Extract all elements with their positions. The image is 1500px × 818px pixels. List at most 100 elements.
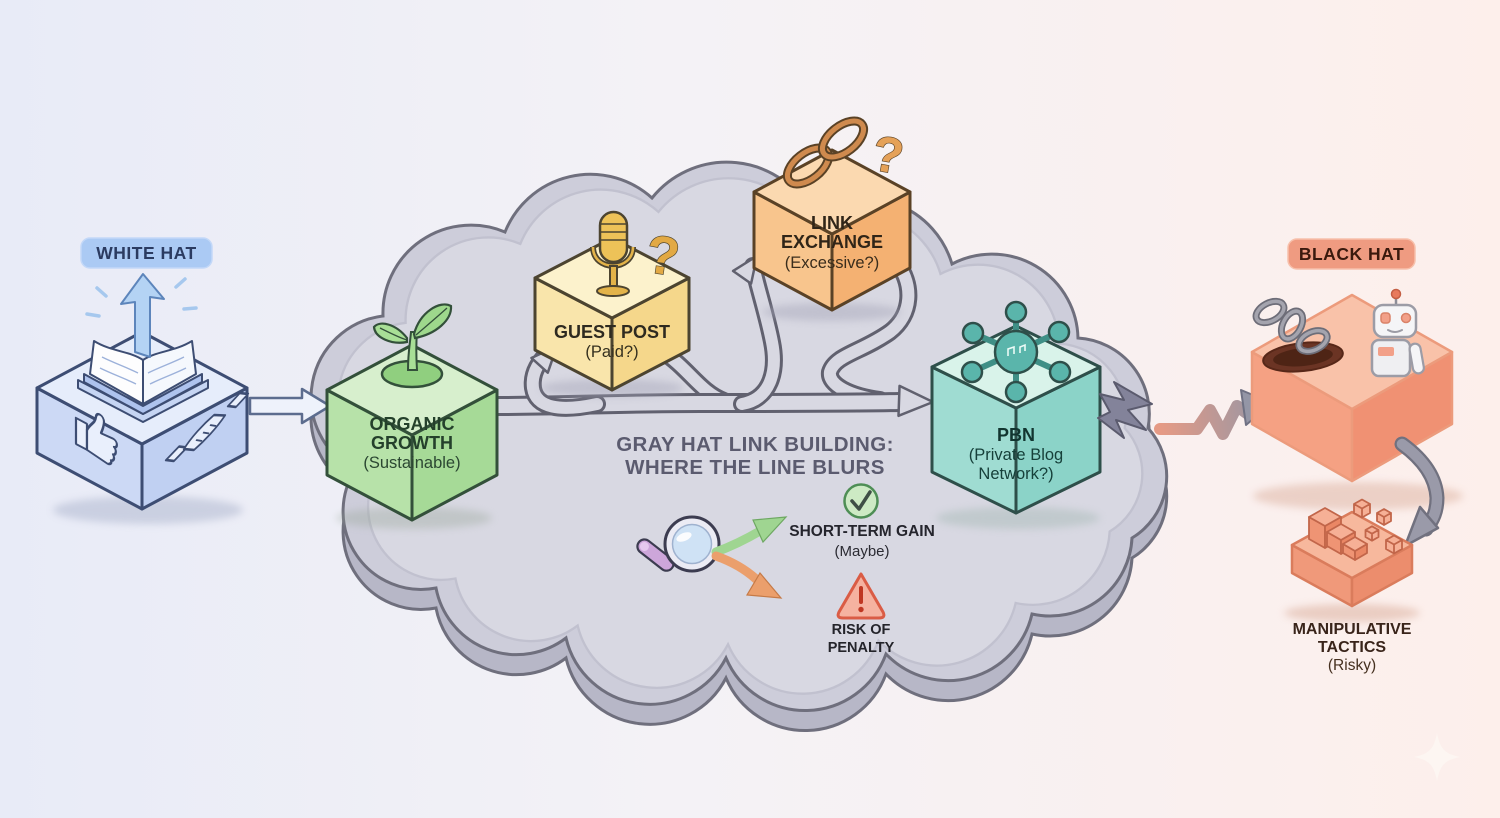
risk-of-penalty-callout: RISK OF PENALTY [828, 572, 895, 656]
diverging-arrows-icon [711, 516, 788, 599]
exchange-label-line2: EXCHANGE [781, 232, 883, 252]
gray-hat-title: GRAY HAT LINK BUILDING: WHERE THE LINE B… [616, 433, 893, 479]
floating-cube [1385, 534, 1403, 555]
stair-block [1308, 507, 1342, 527]
stair-block [1342, 536, 1368, 552]
white-hat-badge [80, 237, 213, 269]
thumb-fist [74, 416, 89, 452]
robot-body [1370, 338, 1412, 378]
robot-smile [1387, 329, 1403, 333]
zigzag-shaft [1154, 400, 1254, 440]
chain-ring [1279, 309, 1305, 341]
book-base-upper [83, 373, 203, 415]
sparkle-icon [1414, 733, 1460, 781]
black-hat-badge-label: BLACK HAT [1299, 244, 1404, 264]
organic-label-line2: GROWTH [371, 433, 453, 453]
road-link-loop [736, 260, 780, 410]
black-cube-shadow [1253, 482, 1463, 510]
pbn-shadow [936, 507, 1100, 529]
white-hat-zone: WHITE HAT [35, 237, 332, 524]
floating-cube [1364, 525, 1380, 542]
ray [85, 312, 101, 318]
outcome-callouts: SHORT-TERM GAIN (Maybe) RISK OF PENALTY [636, 483, 935, 656]
satellite [1048, 360, 1072, 384]
arrow-black-to-manipulative [1394, 436, 1445, 548]
floating-cube [1376, 508, 1392, 526]
gain-label: SHORT-TERM GAIN [789, 523, 935, 540]
gain-qualifier: (Maybe) [834, 543, 889, 560]
book-page-lines-right [147, 356, 187, 385]
robot-eye-right [1400, 312, 1412, 324]
robot-arm [1408, 342, 1425, 375]
exchange-qualifier: (Excessive?) [785, 254, 879, 272]
organic-qualifier: (Sustainable) [363, 454, 460, 472]
manipulative-label-line2: TACTICS [1318, 639, 1386, 656]
warning-bang-dot [858, 606, 864, 613]
robot-eye-left [1380, 312, 1391, 324]
gain-arrow-shaft [711, 526, 765, 557]
network-hub [993, 329, 1039, 375]
crack-burst-icon [1097, 381, 1153, 439]
risk-arrow-head [745, 571, 783, 599]
arrow-rays [85, 277, 198, 318]
white-hat-badge-label: WHITE HAT [96, 243, 196, 263]
white-cube-shadow [53, 496, 243, 524]
satellite [961, 321, 985, 345]
risk-label-line2: PENALTY [828, 640, 895, 656]
organic-cube [325, 343, 499, 522]
robot-chest-panel [1378, 347, 1394, 356]
organic-label-line1: ORGANIC [370, 414, 455, 434]
hub-marks [1007, 343, 1026, 356]
mic-stem [609, 265, 618, 287]
mic-capsule [598, 210, 629, 264]
satellite [1004, 380, 1028, 404]
satellite [1047, 320, 1071, 344]
exchange-label-line1: LINK [811, 213, 853, 233]
chain-into-hole-icon [1252, 297, 1344, 373]
arrowhead-to-link-exchange [731, 254, 759, 285]
book-right-page [142, 340, 197, 405]
handshake-fingers [195, 424, 217, 442]
sinking-chain [1252, 297, 1331, 355]
arrow-white-to-organic [248, 387, 332, 425]
robot-antenna-ball [1390, 288, 1402, 300]
mic-grill [600, 223, 627, 241]
leaf-veins [379, 307, 448, 341]
guest-qualifier: (Paid?) [585, 343, 638, 361]
gray-hat-title-line2: WHERE THE LINE BLURS [625, 456, 885, 479]
check-circle-icon [843, 483, 879, 519]
gain-arrow-head [752, 516, 788, 544]
guest-post-node: ? GUEST POST (Paid?) [533, 210, 691, 397]
robot-icon [1370, 288, 1425, 378]
down-arrow-head [1403, 505, 1440, 548]
exchange-shadow [762, 303, 902, 321]
handshake-icon [164, 391, 250, 463]
chain-links-icon [782, 116, 869, 189]
black-hat-badge [1287, 238, 1416, 270]
pbn-label: PBN [997, 425, 1035, 445]
risk-label-line1: RISK OF [832, 622, 891, 638]
chain-ring [1297, 328, 1329, 354]
risk-arrow-shaft [711, 551, 761, 584]
microphone-icon [590, 210, 636, 297]
book-page-lines-left [99, 356, 139, 385]
ray [95, 286, 108, 298]
thumb-hand [85, 413, 118, 466]
magnifying-glass-icon [636, 515, 721, 573]
ray [174, 277, 187, 289]
manipulative-shadow [1284, 604, 1420, 622]
black-hat-zone: BLACK HAT [1250, 238, 1463, 548]
pbn-qualifier-line2: Network?) [978, 465, 1053, 483]
short-term-gain-callout: SHORT-TERM GAIN (Maybe) [789, 483, 935, 560]
magnifier-lens [671, 523, 713, 565]
magnifier-handle [636, 538, 675, 572]
pbn-qualifier-line1: (Private Blog [969, 446, 1063, 464]
open-book-icon [77, 340, 209, 423]
network-satellites [960, 300, 1072, 404]
guest-label: GUEST POST [554, 322, 670, 342]
handshake-right-sleeve [226, 391, 250, 409]
thumbs-up-icon [74, 413, 118, 466]
manipulative-label-line1: MANIPULATIVE [1293, 621, 1412, 638]
